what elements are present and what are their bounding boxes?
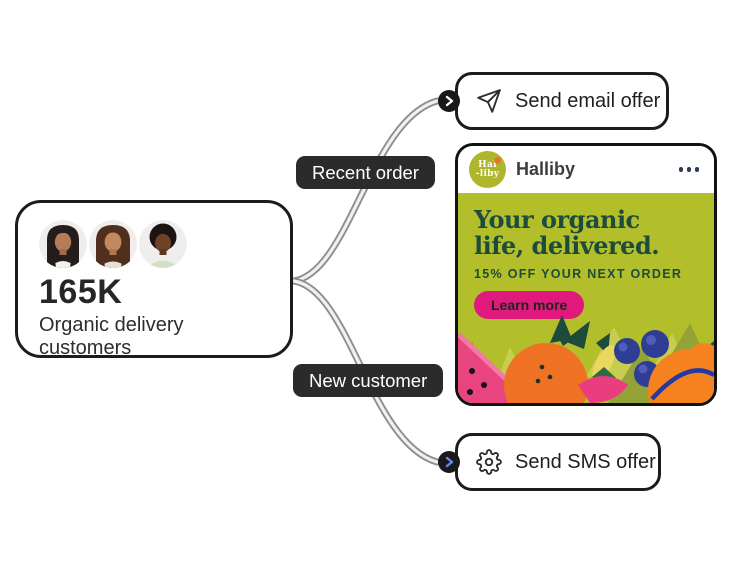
ellipsis-icon[interactable]	[678, 167, 699, 172]
avatar-woman-2	[89, 220, 137, 268]
chevron-right-icon	[445, 95, 454, 107]
send-sms-action-card[interactable]: Send SMS offer	[455, 433, 661, 491]
send-email-action-card[interactable]: Send email offer	[455, 72, 669, 130]
logo-text-line1: Hal	[478, 159, 497, 170]
send-icon	[477, 89, 501, 113]
send-sms-label: Send SMS offer	[515, 450, 656, 473]
audience-label: Organic delivery customers	[39, 314, 184, 359]
connector-endpoint-sms[interactable]	[438, 451, 460, 473]
fruit-illustration	[458, 315, 714, 403]
branch-label-recent-order: Recent order	[296, 156, 435, 189]
audience-count: 165K	[39, 273, 123, 311]
avatar-woman-1	[39, 220, 87, 268]
avatar-woman-3	[139, 220, 187, 268]
branch-label-new-customer: New customer	[293, 364, 444, 397]
logo-text-line2: -liby	[475, 168, 500, 179]
avatar-group	[39, 220, 272, 268]
logo-fruit-icon	[494, 157, 501, 164]
ad-body: Your organic life, delivered. 15% OFF YO…	[458, 193, 714, 403]
gear-icon	[476, 449, 502, 475]
chevron-right-icon	[445, 456, 454, 468]
audience-segment-card[interactable]: 165K Organic delivery customers	[15, 200, 293, 359]
connector-endpoint-email[interactable]	[438, 90, 460, 112]
learn-more-button[interactable]: Learn more	[474, 291, 585, 320]
ad-header: Hal -liby Halliby	[458, 146, 714, 193]
send-email-label: Send email offer	[515, 89, 661, 112]
ad-preview-card[interactable]: Hal -liby Halliby Your organic life, del…	[455, 143, 717, 406]
ad-offer-text: 15% OFF YOUR NEXT ORDER	[474, 267, 683, 282]
ad-headline: Your organic life, delivered.	[474, 205, 660, 260]
halliby-logo: Hal -liby	[469, 151, 506, 188]
brand-name: Halliby	[516, 159, 576, 179]
